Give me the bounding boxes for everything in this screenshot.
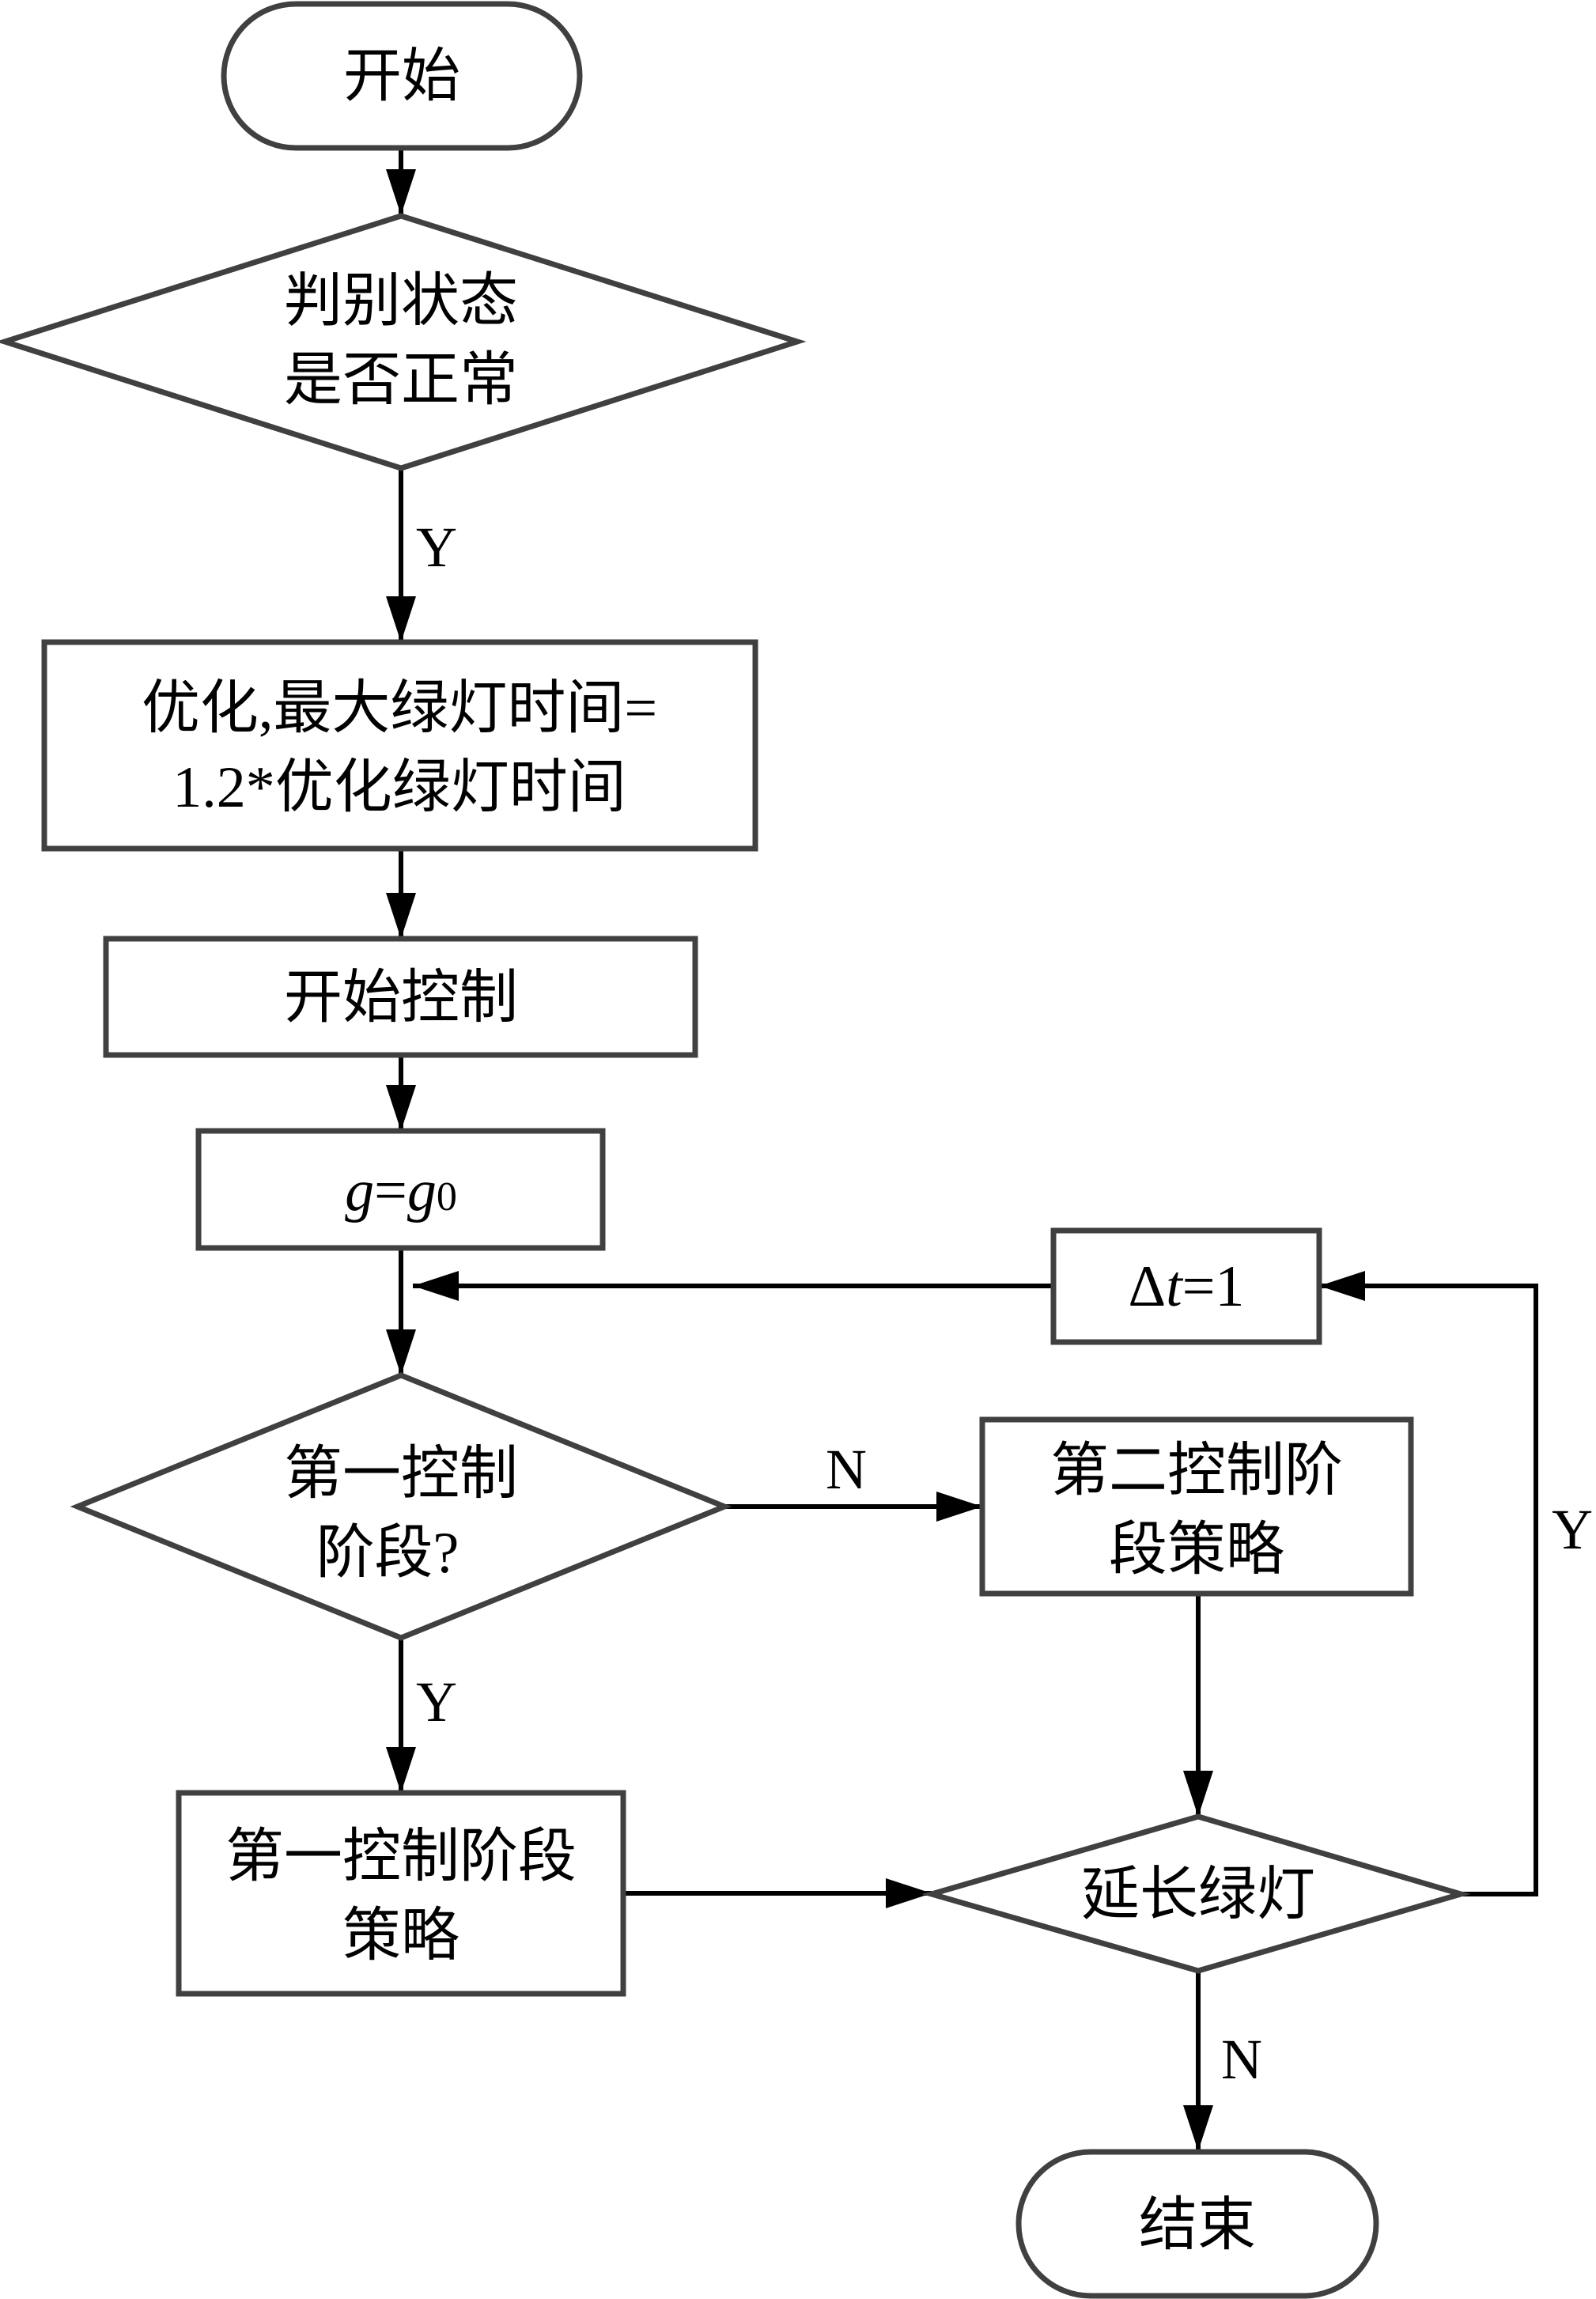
edge-label-extend-no: N bbox=[1221, 2028, 1262, 2091]
node-end: 结束 bbox=[1015, 2149, 1379, 2299]
arrowhead-icon bbox=[386, 893, 416, 939]
node-start-label: 开始 bbox=[343, 44, 460, 109]
arrowhead-icon bbox=[413, 1271, 459, 1301]
arrowhead-icon bbox=[386, 596, 416, 642]
arrowhead-icon bbox=[1183, 1771, 1213, 1817]
node-delta-t: Δt=1 bbox=[1050, 1227, 1322, 1345]
node-second-strategy: 第二控制阶 段策略 bbox=[979, 1416, 1414, 1597]
connectors bbox=[386, 150, 1538, 2151]
arrowhead-icon bbox=[886, 1878, 932, 1908]
node-start: 开始 bbox=[221, 1, 583, 151]
delta-t-value: =1 bbox=[1182, 1254, 1245, 1319]
node-optimize: 优化,最大绿灯时间= 1.2*优化绿灯时间 bbox=[41, 639, 758, 852]
edge-extend-yes bbox=[1319, 1284, 1538, 1896]
node-check-state-line2: 是否正常 bbox=[284, 348, 518, 413]
arrowhead-icon bbox=[1183, 2105, 1213, 2151]
node-second-strategy-line1: 第二控制阶 bbox=[1050, 1439, 1343, 1503]
node-second-strategy-line2: 段策略 bbox=[1109, 1518, 1284, 1582]
subscript-zero: 0 bbox=[437, 1174, 457, 1219]
arrowhead-icon bbox=[386, 1329, 416, 1375]
node-delta-t-label: Δt=1 bbox=[1129, 1254, 1245, 1319]
node-init-g-label: g=g0 bbox=[345, 1159, 457, 1223]
edge-label-first-stage-yes: Y bbox=[416, 1670, 457, 1734]
var-g0: g bbox=[407, 1159, 437, 1223]
arrowhead-icon bbox=[386, 169, 416, 215]
equals-sign: = bbox=[374, 1159, 407, 1223]
node-optimize-line1: 优化,最大绿灯时间= bbox=[142, 676, 657, 741]
node-extend-green-label: 延长绿灯 bbox=[1081, 1862, 1315, 1927]
node-first-strategy-line1: 第一控制阶段 bbox=[225, 1824, 577, 1889]
edge-label-extend-yes: Y bbox=[1552, 1498, 1593, 1561]
node-first-strategy: 第一控制阶段 策略 bbox=[176, 1790, 626, 1997]
arrowhead-icon bbox=[936, 1492, 982, 1522]
var-g: g bbox=[345, 1159, 374, 1223]
node-first-stage-line1: 第一控制 bbox=[284, 1442, 518, 1507]
arrowhead-icon bbox=[386, 1085, 416, 1131]
edge-label-check-yes: Y bbox=[416, 516, 457, 579]
node-end-label: 结束 bbox=[1139, 2193, 1256, 2258]
node-check-state-line1: 判别状态 bbox=[284, 269, 518, 334]
arrowhead-icon bbox=[386, 1747, 416, 1793]
node-first-stage: 第一控制 阶段? bbox=[70, 1372, 732, 1641]
arrowhead-icon bbox=[1319, 1271, 1365, 1301]
var-t: t bbox=[1166, 1254, 1184, 1319]
node-extend-green: 延长绿灯 bbox=[921, 1813, 1471, 1974]
node-begin-control: 开始控制 bbox=[103, 936, 698, 1058]
node-begin-control-label: 开始控制 bbox=[284, 966, 518, 1030]
node-optimize-line2: 1.2*优化绿灯时间 bbox=[172, 755, 626, 820]
node-init-g: g=g0 bbox=[195, 1128, 606, 1251]
delta-symbol: Δ bbox=[1129, 1254, 1167, 1319]
node-first-strategy-line2: 策略 bbox=[342, 1904, 460, 1968]
edge-label-first-stage-no: N bbox=[826, 1438, 867, 1501]
node-check-state: 判别状态 是否正常 bbox=[0, 213, 807, 471]
node-first-stage-line2: 阶段? bbox=[316, 1521, 460, 1586]
